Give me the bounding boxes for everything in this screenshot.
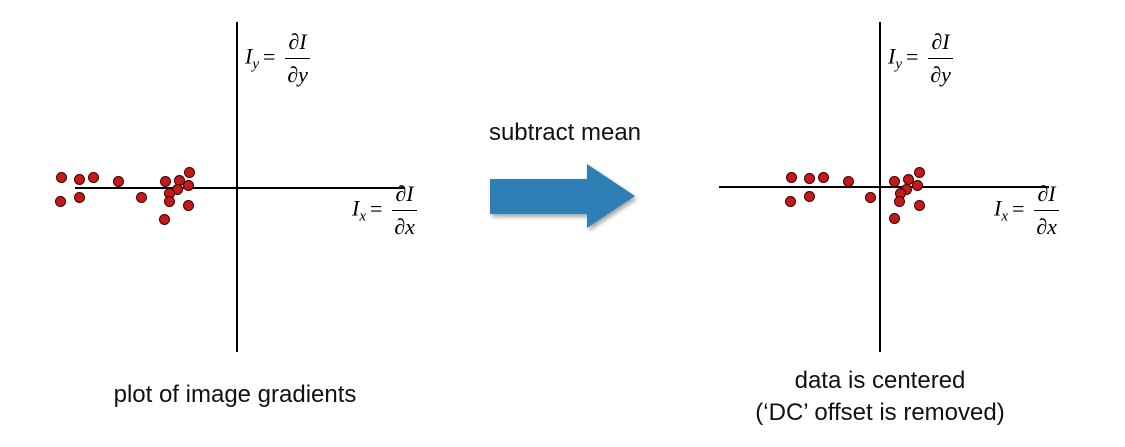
left-x-axis: [75, 187, 405, 189]
data-point: [74, 174, 85, 185]
data-point: [914, 167, 925, 178]
data-point: [889, 176, 900, 187]
data-point: [183, 200, 194, 211]
data-point: [843, 176, 854, 187]
data-point: [159, 214, 170, 225]
data-point: [804, 191, 815, 202]
left-y-axis-label: Iy=∂I∂y: [245, 29, 310, 87]
right-arrow-icon: [490, 164, 635, 228]
data-point: [183, 180, 194, 191]
data-point: [56, 172, 67, 183]
data-point: [914, 200, 925, 211]
data-point: [184, 167, 195, 178]
data-point: [164, 196, 175, 207]
left-x-axis-label: Ix=∂I∂x: [352, 181, 417, 239]
data-point: [160, 176, 171, 187]
data-point: [55, 196, 66, 207]
arrow-label: subtract mean: [488, 119, 642, 146]
data-point: [113, 176, 124, 187]
data-point: [889, 213, 900, 224]
data-point: [894, 196, 905, 207]
right-caption-line-2: (‘DC’ offset is removed): [755, 399, 1005, 426]
data-point: [865, 192, 876, 203]
right-x-axis-label: Ix=∂I∂x: [994, 181, 1059, 239]
data-point: [785, 196, 796, 207]
data-point: [786, 172, 797, 183]
left-caption: plot of image gradients: [113, 381, 357, 408]
data-point: [74, 192, 85, 203]
right-caption-line-1: data is centered: [794, 367, 966, 394]
data-point: [804, 173, 815, 184]
data-point: [818, 172, 829, 183]
data-point: [912, 180, 923, 191]
data-point: [88, 172, 99, 183]
right-x-axis: [719, 186, 1049, 188]
data-point: [136, 192, 147, 203]
right-y-axis-label: Iy=∂I∂y: [888, 29, 953, 87]
